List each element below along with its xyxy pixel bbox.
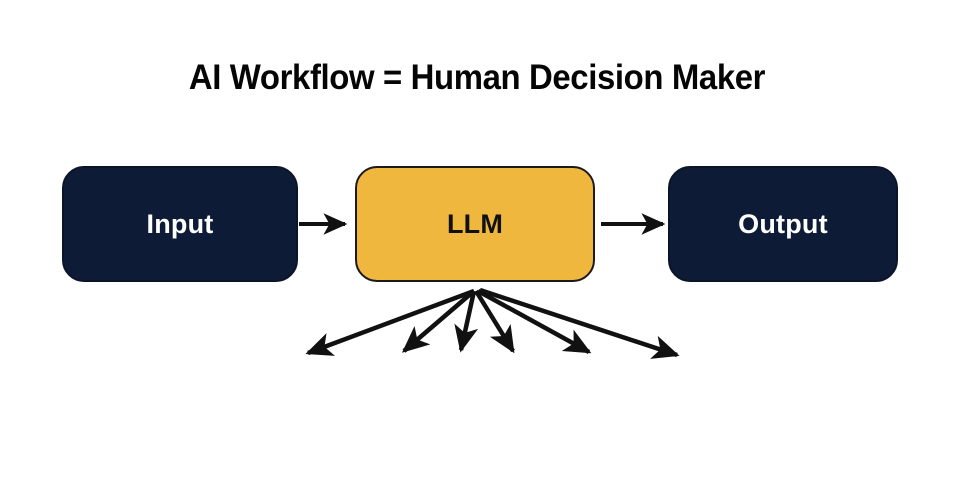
- flow-node-llm[interactable]: LLM: [355, 166, 595, 282]
- fanout-arrow-2: [401, 289, 476, 353]
- fanout-arrow-4: [474, 289, 515, 354]
- flow-node-output-label: Output: [738, 208, 828, 239]
- flow-node-input[interactable]: Input: [62, 166, 298, 282]
- page-title: AI Workflow = Human Decision Maker: [188, 58, 766, 97]
- flow-node-llm-label: LLM: [446, 208, 504, 239]
- fanout-arrows: [305, 287, 680, 359]
- flow-node-output[interactable]: Output: [668, 166, 898, 282]
- fanout-arrow-5: [476, 289, 592, 354]
- tool-row: GoogleSheets BANK OF AMERICA: [0, 362, 954, 452]
- flow-node-input-label: Input: [146, 208, 214, 239]
- fanout-arrow-3: [454, 290, 479, 353]
- fanout-arrow-6: [479, 287, 680, 359]
- fanout-arrow-1: [305, 288, 475, 356]
